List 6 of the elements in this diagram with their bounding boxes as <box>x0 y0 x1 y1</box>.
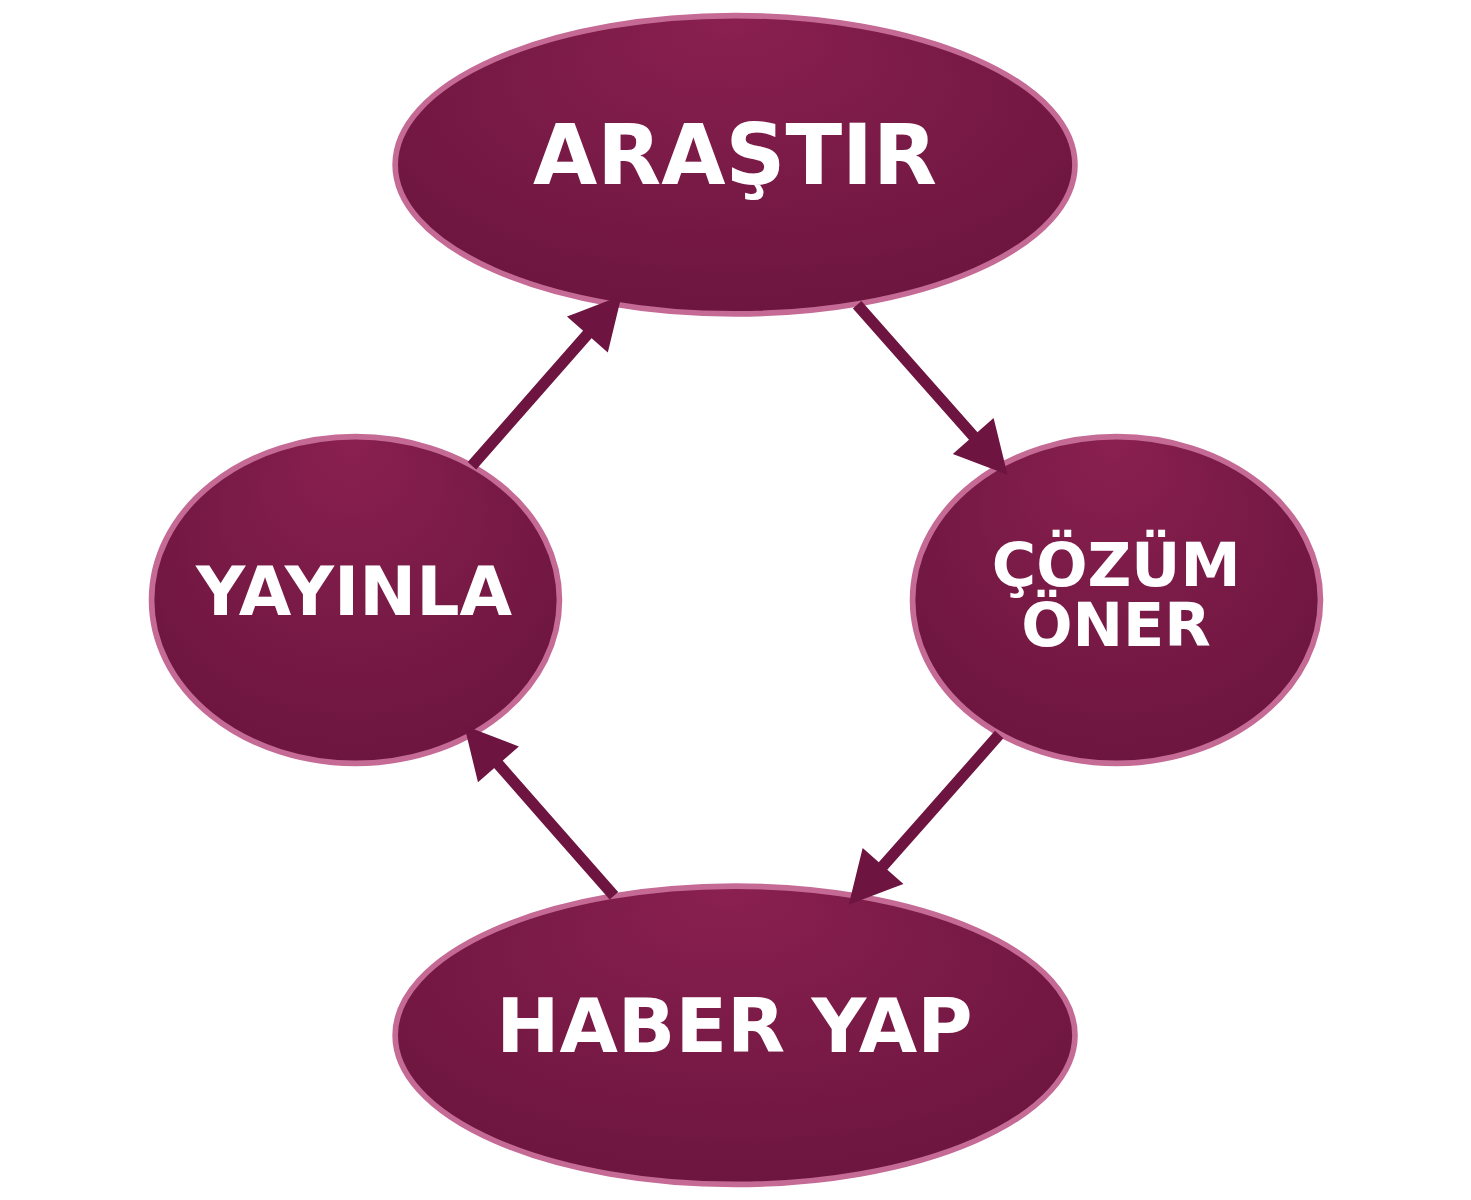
node-ellipse: YAYINLA <box>148 433 562 767</box>
node-ellipse: HABER YAP <box>391 883 1078 1188</box>
arrow <box>852 301 1008 475</box>
arrow <box>848 730 1003 905</box>
node-ellipse: ÇÖZÜM ÖNER <box>909 433 1323 767</box>
node-ellipse: ARAŞTIR <box>391 12 1078 317</box>
